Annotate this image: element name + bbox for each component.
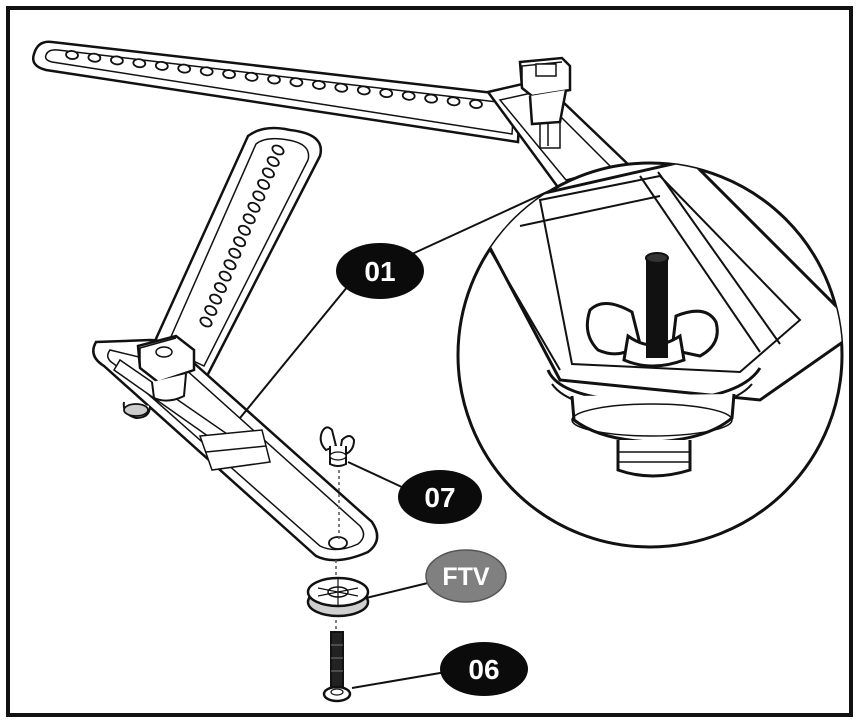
perforation-hole (199, 66, 214, 77)
perforation-hole (223, 259, 237, 271)
perforation-hole (257, 178, 271, 190)
callout-06-label: 06 (468, 654, 499, 685)
perforation-hole (222, 69, 236, 80)
perforation-hole (87, 52, 102, 63)
callout-07: 07 (398, 470, 482, 524)
leader-lines (239, 185, 561, 689)
perforation-hole (204, 305, 218, 316)
perforation-hole (252, 190, 266, 202)
callout-07-label: 07 (424, 482, 455, 513)
perforation-hole (424, 93, 438, 104)
perforation-hole (247, 201, 261, 213)
bolt-06 (322, 631, 352, 703)
wing-nut-zoom (585, 302, 719, 368)
perforation-hole (401, 90, 416, 101)
lower-arm-holes (199, 144, 285, 328)
perforation-hole (446, 96, 461, 107)
callout-01-label: 01 (364, 256, 395, 287)
perforation-hole (266, 156, 280, 167)
perforation-hole (218, 270, 232, 282)
perforation-hole (154, 60, 169, 71)
perforation-hole (271, 144, 285, 156)
perforation-hole (65, 50, 79, 60)
perforation-hole (379, 88, 394, 99)
callout-ftv: FTV (425, 549, 507, 603)
leader-ftv (365, 581, 433, 599)
upper-bracket (485, 56, 635, 192)
perforation-hole (199, 316, 213, 328)
zoom-detail (456, 161, 844, 549)
bolt-zoom (645, 252, 669, 358)
upper-arm-holes (65, 50, 483, 109)
leader-06 (351, 671, 447, 689)
perforation-hole (209, 293, 223, 305)
perforation-hole (242, 213, 256, 225)
perforation-hole (177, 63, 192, 74)
callout-01: 01 (336, 243, 424, 299)
perforation-hole (261, 167, 275, 179)
perforation-hole (289, 77, 304, 88)
callout-ftv-label: FTV (442, 563, 490, 591)
lower-knob (136, 334, 196, 402)
washer-ftv (306, 576, 370, 618)
leader-01-lower (239, 285, 349, 419)
wing-nut-07 (319, 426, 356, 467)
perforation-hole (213, 282, 227, 294)
perforation-hole (228, 247, 242, 259)
perforation-hole (334, 82, 349, 93)
perforation-hole (356, 85, 371, 96)
lower-arm (148, 126, 323, 380)
perforation-hole (469, 99, 483, 109)
perforation-hole (233, 236, 247, 248)
callout-06: 06 (440, 642, 528, 696)
upper-arm (32, 40, 522, 144)
perforation-hole (267, 74, 281, 85)
perforation-hole (244, 71, 259, 82)
perforation-hole (237, 224, 251, 236)
perforation-hole (312, 79, 326, 90)
leader-01-upper (411, 185, 561, 255)
perforation-hole (110, 55, 124, 66)
perforation-hole (132, 58, 147, 69)
leader-07 (347, 461, 405, 489)
